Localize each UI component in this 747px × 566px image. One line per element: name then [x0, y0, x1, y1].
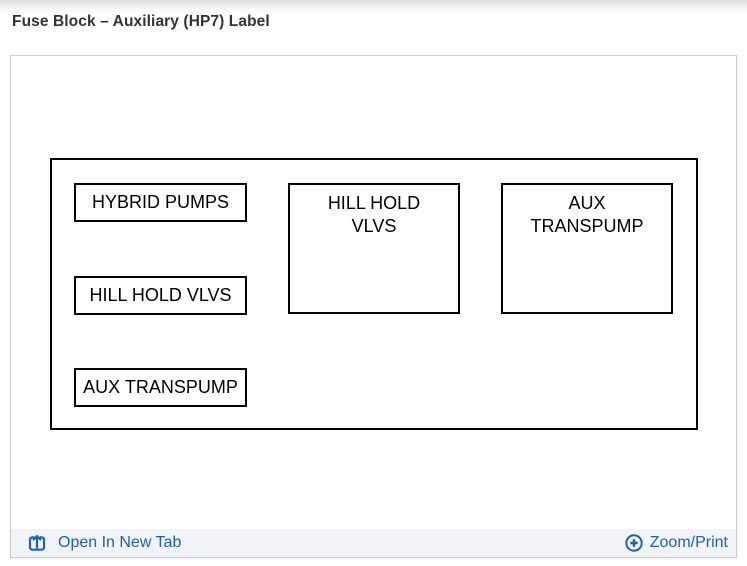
fuse-label-hill-hold-vlvs-large: HILL HOLD VLVS: [288, 183, 460, 314]
fuse-label-aux-transpump-large: AUX TRANSPUMP: [501, 183, 673, 314]
graphic-footer-bar: Open In New Tab Zoom/Print: [11, 529, 736, 557]
fuse-block-diagram: HYBRID PUMPS HILL HOLD VLVS AUX TRANSPUM…: [11, 56, 736, 529]
fuse-label-aux-transpump-small: AUX TRANSPUMP: [74, 368, 247, 407]
fuse-label-hybrid-pumps: HYBRID PUMPS: [74, 183, 247, 222]
zoom-print-link[interactable]: Zoom/Print: [624, 533, 728, 553]
graphic-panel: HYBRID PUMPS HILL HOLD VLVS AUX TRANSPUM…: [10, 55, 737, 558]
box-arrow-up-icon: [27, 533, 47, 553]
top-shadow: [0, 0, 747, 14]
zoom-print-label: Zoom/Print: [649, 534, 728, 551]
open-in-new-tab-label: Open In New Tab: [58, 534, 182, 551]
open-in-new-tab-link[interactable]: Open In New Tab: [27, 533, 181, 553]
circle-plus-icon: [624, 533, 644, 553]
fuse-label-hill-hold-vlvs-small: HILL HOLD VLVS: [74, 276, 247, 315]
page-title: Fuse Block – Auxiliary (HP7) Label: [12, 13, 270, 30]
